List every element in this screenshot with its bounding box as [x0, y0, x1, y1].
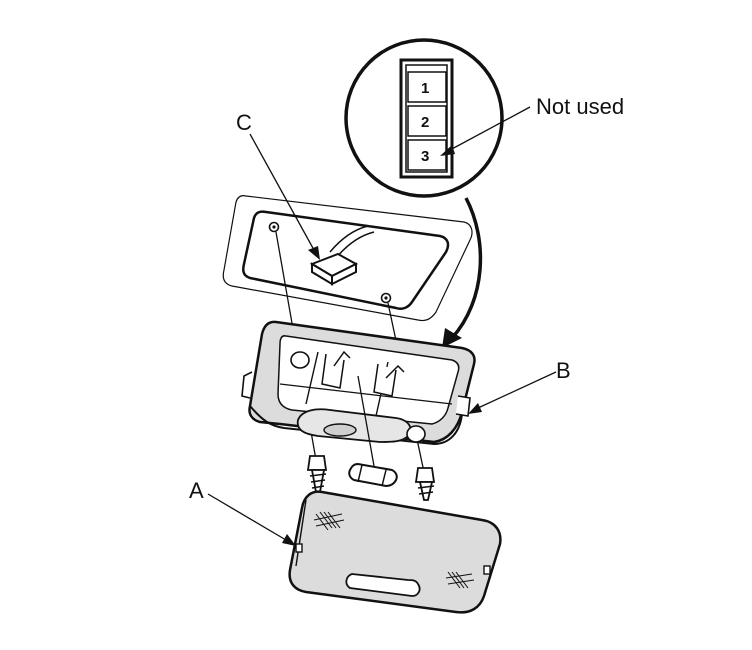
pin-2-label: 2: [421, 114, 429, 131]
label-a-leader: [207, 493, 296, 546]
connector-face: 1 2 3: [399, 58, 454, 179]
not-used-leader: [440, 106, 531, 156]
label-b: B: [556, 358, 571, 383]
connector-inset: 1 2 3: [344, 38, 504, 198]
label-c-leader: [249, 133, 320, 260]
grip-texture-top: [313, 511, 345, 531]
grip-texture-bottom: [445, 571, 475, 589]
light-housing: [241, 320, 476, 446]
not-used-label: Not used: [536, 94, 624, 119]
label-a: A: [189, 478, 204, 503]
screw-right: [414, 467, 436, 501]
inset-to-housing-arrow: [442, 197, 483, 348]
pin-1-label: 1: [421, 80, 429, 97]
bulb: [348, 462, 398, 488]
pin-3-label: 3: [421, 148, 429, 165]
bulb-axis: [357, 375, 375, 467]
screw-left: [306, 455, 328, 493]
lens-cover: [288, 490, 502, 614]
harness-connector: [309, 252, 359, 286]
label-c: C: [236, 110, 252, 135]
label-b-leader: [468, 371, 557, 414]
roof-mounting-panel: [222, 195, 473, 322]
